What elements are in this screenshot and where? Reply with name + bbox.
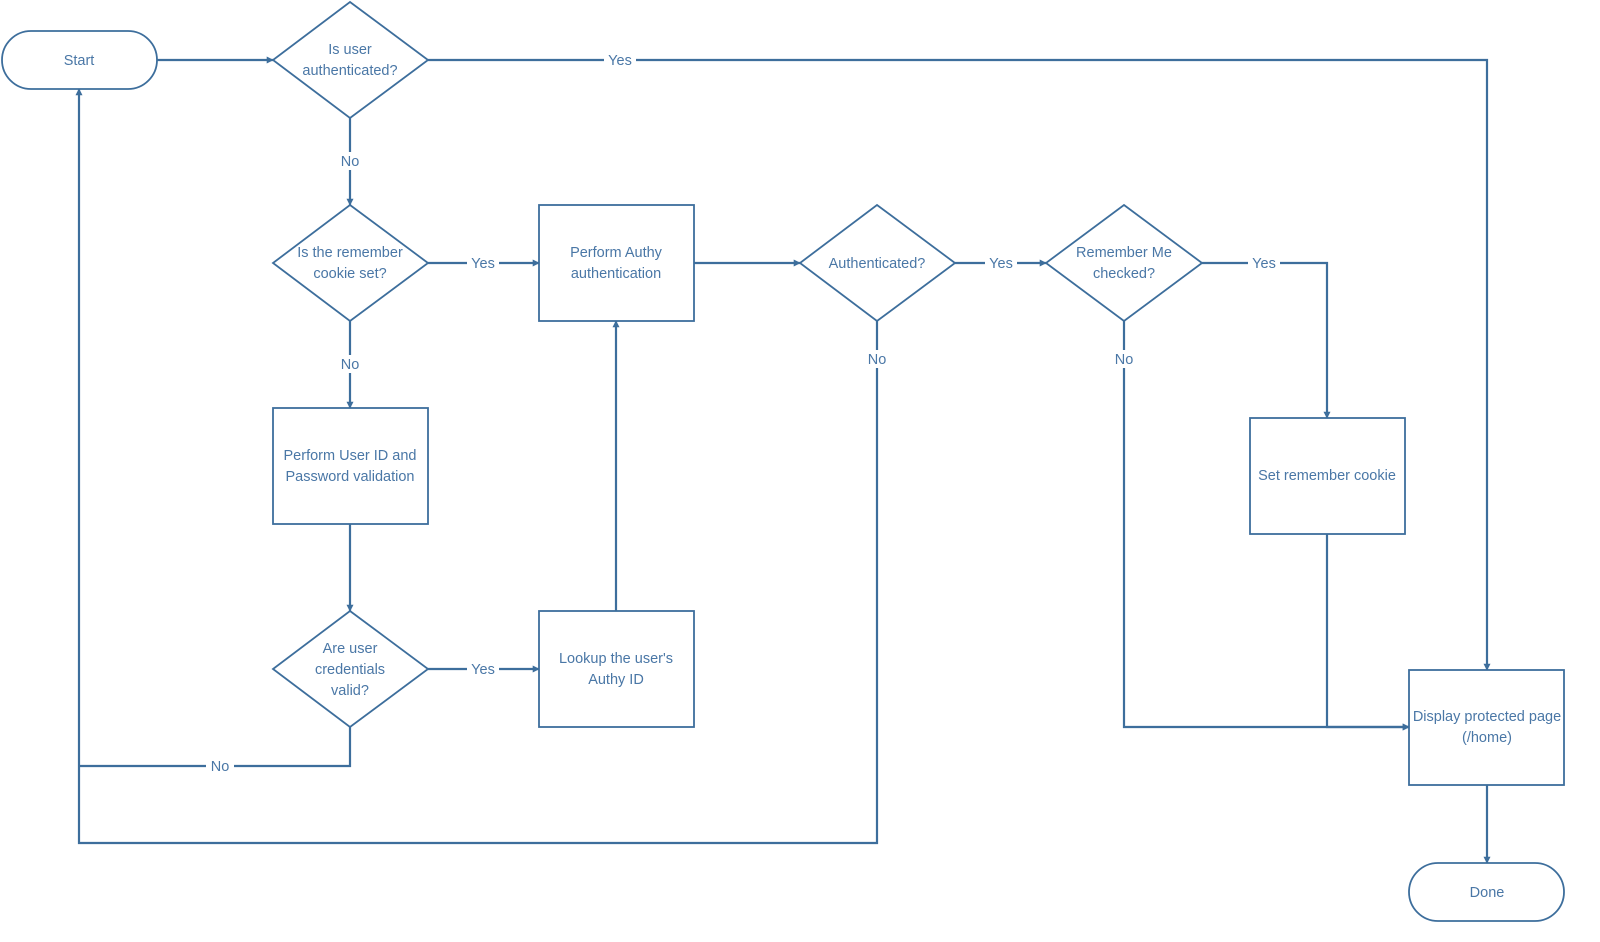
label-remember-no: No (1115, 352, 1134, 368)
label-creds-yes: Yes (471, 662, 495, 678)
edge-creds-no (79, 727, 352, 768)
label-remember-yes: Yes (1252, 256, 1276, 272)
set-cookie-label: Set remember cookie (1258, 468, 1396, 484)
label-authenticated-no: No (868, 352, 887, 368)
edge-labels: Yes No Yes No Yes No Yes No Yes No (206, 51, 1280, 775)
lookup-authy-label-line2: Authy ID (588, 672, 644, 688)
edge-is-authenticated-yes (428, 58, 1491, 671)
label-auth-yes: Yes (608, 53, 632, 69)
edge-remember-yes (1202, 261, 1331, 419)
credentials-valid-label-line1: Are user (323, 641, 378, 657)
cookie-set-label-line2: cookie set? (313, 266, 386, 282)
edges (75, 56, 1491, 864)
authy-auth-label-line2: authentication (571, 266, 661, 282)
credentials-valid-label-line2: credentials (315, 662, 385, 678)
authenticated-decision: Authenticated? (798, 203, 957, 323)
edge-remember-no (1122, 321, 1410, 731)
is-authenticated-label-line1: Is user (328, 42, 372, 58)
edge-set-cookie-to-display (1325, 534, 1410, 731)
start-label: Start (64, 53, 95, 69)
edge-authenticated-no (75, 88, 879, 845)
password-validation-label-line2: Password validation (286, 469, 415, 485)
lookup-authy-label-line1: Lookup the user's (559, 651, 673, 667)
label-creds-no: No (211, 759, 230, 775)
authenticated-label: Authenticated? (829, 256, 926, 272)
is-authenticated-label-line2: authenticated? (302, 63, 397, 79)
display-page-label-line1: Display protected page (1413, 709, 1561, 725)
password-validation-label-line1: Perform User ID and (284, 448, 417, 464)
remember-me-decision: Remember Me checked? (1044, 203, 1204, 323)
display-page-label-line2: (/home) (1462, 730, 1512, 746)
authy-authentication-process: Perform Authy authentication (538, 204, 695, 322)
is-authenticated-decision: Is user authenticated? (271, 0, 430, 120)
remember-me-label-line2: checked? (1093, 266, 1155, 282)
cookie-set-decision: Is the remember cookie set? (271, 203, 430, 323)
set-cookie-process: Set remember cookie (1249, 417, 1406, 535)
nodes: Start Is user authenticated? Is the reme… (1, 0, 1565, 922)
start-node: Start (1, 30, 158, 90)
credentials-valid-label-line3: valid? (331, 683, 369, 699)
lookup-authy-process: Lookup the user's Authy ID (538, 610, 695, 728)
label-auth-no: No (341, 154, 360, 170)
label-authenticated-yes: Yes (989, 256, 1013, 272)
password-validation-process: Perform User ID and Password validation (272, 407, 429, 525)
remember-me-label-line1: Remember Me (1076, 245, 1172, 261)
label-cookie-no: No (341, 357, 360, 373)
done-node: Done (1408, 862, 1565, 922)
display-page-process: Display protected page (/home) (1408, 669, 1565, 786)
done-label: Done (1470, 885, 1505, 901)
cookie-set-label-line1: Is the remember (297, 245, 403, 261)
label-cookie-yes: Yes (471, 256, 495, 272)
credentials-valid-decision: Are user credentials valid? (271, 609, 430, 729)
authy-auth-label-line1: Perform Authy (570, 245, 663, 261)
